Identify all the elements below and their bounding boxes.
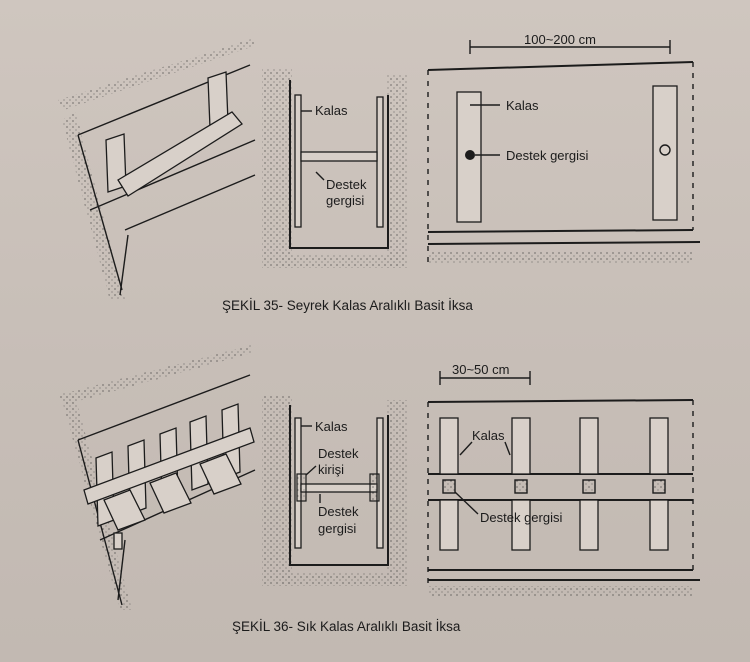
soil-left bbox=[262, 68, 292, 268]
soil-bottom bbox=[280, 254, 400, 268]
fig36-section: Kalas Destek kirişi Destek gergisi bbox=[262, 396, 408, 586]
trench-wall bbox=[289, 80, 389, 249]
strut-end bbox=[659, 144, 671, 156]
label-destek-gergisi: Destek gergisi bbox=[480, 510, 562, 525]
trench-bottom-edge bbox=[89, 139, 256, 211]
fig36-elevation: 30~50 cm Kalas Destek gergisi bbox=[427, 362, 700, 596]
soil-right bbox=[386, 74, 408, 268]
elevation-plank bbox=[652, 85, 678, 221]
trench-bottom-2 bbox=[427, 241, 701, 245]
perspective-strut bbox=[199, 453, 242, 495]
section-beam-right bbox=[369, 473, 380, 502]
fig36-perspective bbox=[58, 345, 256, 610]
caption-fig35: ŞEKİL 35- Seyrek Kalas Aralıklı Basit İk… bbox=[222, 298, 473, 313]
label-kirisi: kirişi bbox=[318, 462, 344, 477]
trench-wall bbox=[289, 405, 389, 566]
soil-bottom bbox=[428, 586, 693, 596]
soil-stipple-top bbox=[58, 38, 255, 110]
label-destek: Destek bbox=[318, 446, 359, 461]
label-dimension: 30~50 cm bbox=[452, 362, 509, 377]
label-kalas: Kalas bbox=[315, 419, 348, 434]
soil-bottom bbox=[428, 252, 693, 264]
soil-left bbox=[262, 396, 292, 586]
trench-top-edge bbox=[77, 374, 251, 441]
soil-stipple bbox=[62, 110, 125, 300]
elevation-plank bbox=[649, 417, 669, 475]
trench-corner bbox=[119, 234, 129, 296]
section-plank-left bbox=[294, 94, 302, 228]
fig35-perspective bbox=[58, 38, 256, 300]
strut-end bbox=[442, 479, 456, 494]
trench-bottom bbox=[427, 229, 694, 233]
section-beam-left bbox=[296, 473, 307, 502]
label-kalas: Kalas bbox=[506, 98, 539, 113]
perspective-beam bbox=[83, 427, 255, 505]
elevation-plank bbox=[511, 417, 531, 475]
soil-right bbox=[386, 400, 408, 586]
elevation-plank bbox=[649, 499, 669, 551]
label-dimension: 100~200 cm bbox=[524, 32, 596, 47]
elevation-plank bbox=[511, 499, 531, 551]
label-destek-gergisi: Destek gergisi bbox=[506, 148, 588, 163]
soil-stipple-top bbox=[58, 345, 252, 405]
fig35-elevation: 100~200 cm Kalas Destek gergisi bbox=[427, 32, 701, 264]
perspective-strut bbox=[103, 489, 146, 531]
perspective-strut bbox=[117, 111, 243, 197]
elevation-plank bbox=[579, 417, 599, 475]
caption-fig36: ŞEKİL 36- Sık Kalas Aralıklı Basit İksa bbox=[232, 619, 461, 634]
strut-end bbox=[652, 479, 666, 494]
trench-side-edge bbox=[77, 134, 123, 291]
section-strut bbox=[300, 151, 378, 162]
soil-bottom bbox=[280, 572, 400, 586]
section-strut bbox=[300, 483, 378, 493]
label-gergisi: gergisi bbox=[318, 521, 356, 536]
elevation-plank bbox=[439, 417, 459, 475]
strut-end bbox=[465, 150, 475, 160]
leader-kalas bbox=[504, 441, 511, 456]
section-plank-right bbox=[376, 96, 384, 228]
leader-kalas bbox=[459, 441, 473, 456]
leader-kirisi bbox=[305, 465, 317, 476]
strut-end bbox=[514, 479, 528, 494]
fig35-section: Kalas Destek gergisi bbox=[262, 68, 408, 268]
label-destek: Destek bbox=[326, 177, 367, 192]
leader-destek bbox=[454, 491, 479, 515]
ground-line-top bbox=[427, 61, 694, 71]
perspective-plank-low bbox=[113, 532, 123, 550]
label-kalas: Kalas bbox=[472, 428, 505, 443]
perspective-strut bbox=[149, 472, 192, 514]
trench-floor bbox=[124, 174, 256, 231]
ground-line-top bbox=[427, 399, 694, 403]
elevation-plank bbox=[439, 499, 459, 551]
strut-end bbox=[582, 479, 596, 494]
elevation-plank bbox=[579, 499, 599, 551]
leader-destek bbox=[315, 171, 325, 181]
label-gergisi: gergisi bbox=[326, 193, 364, 208]
trench-corner bbox=[117, 539, 126, 601]
label-kalas: Kalas bbox=[315, 103, 348, 118]
label-destek-2: Destek bbox=[318, 504, 359, 519]
